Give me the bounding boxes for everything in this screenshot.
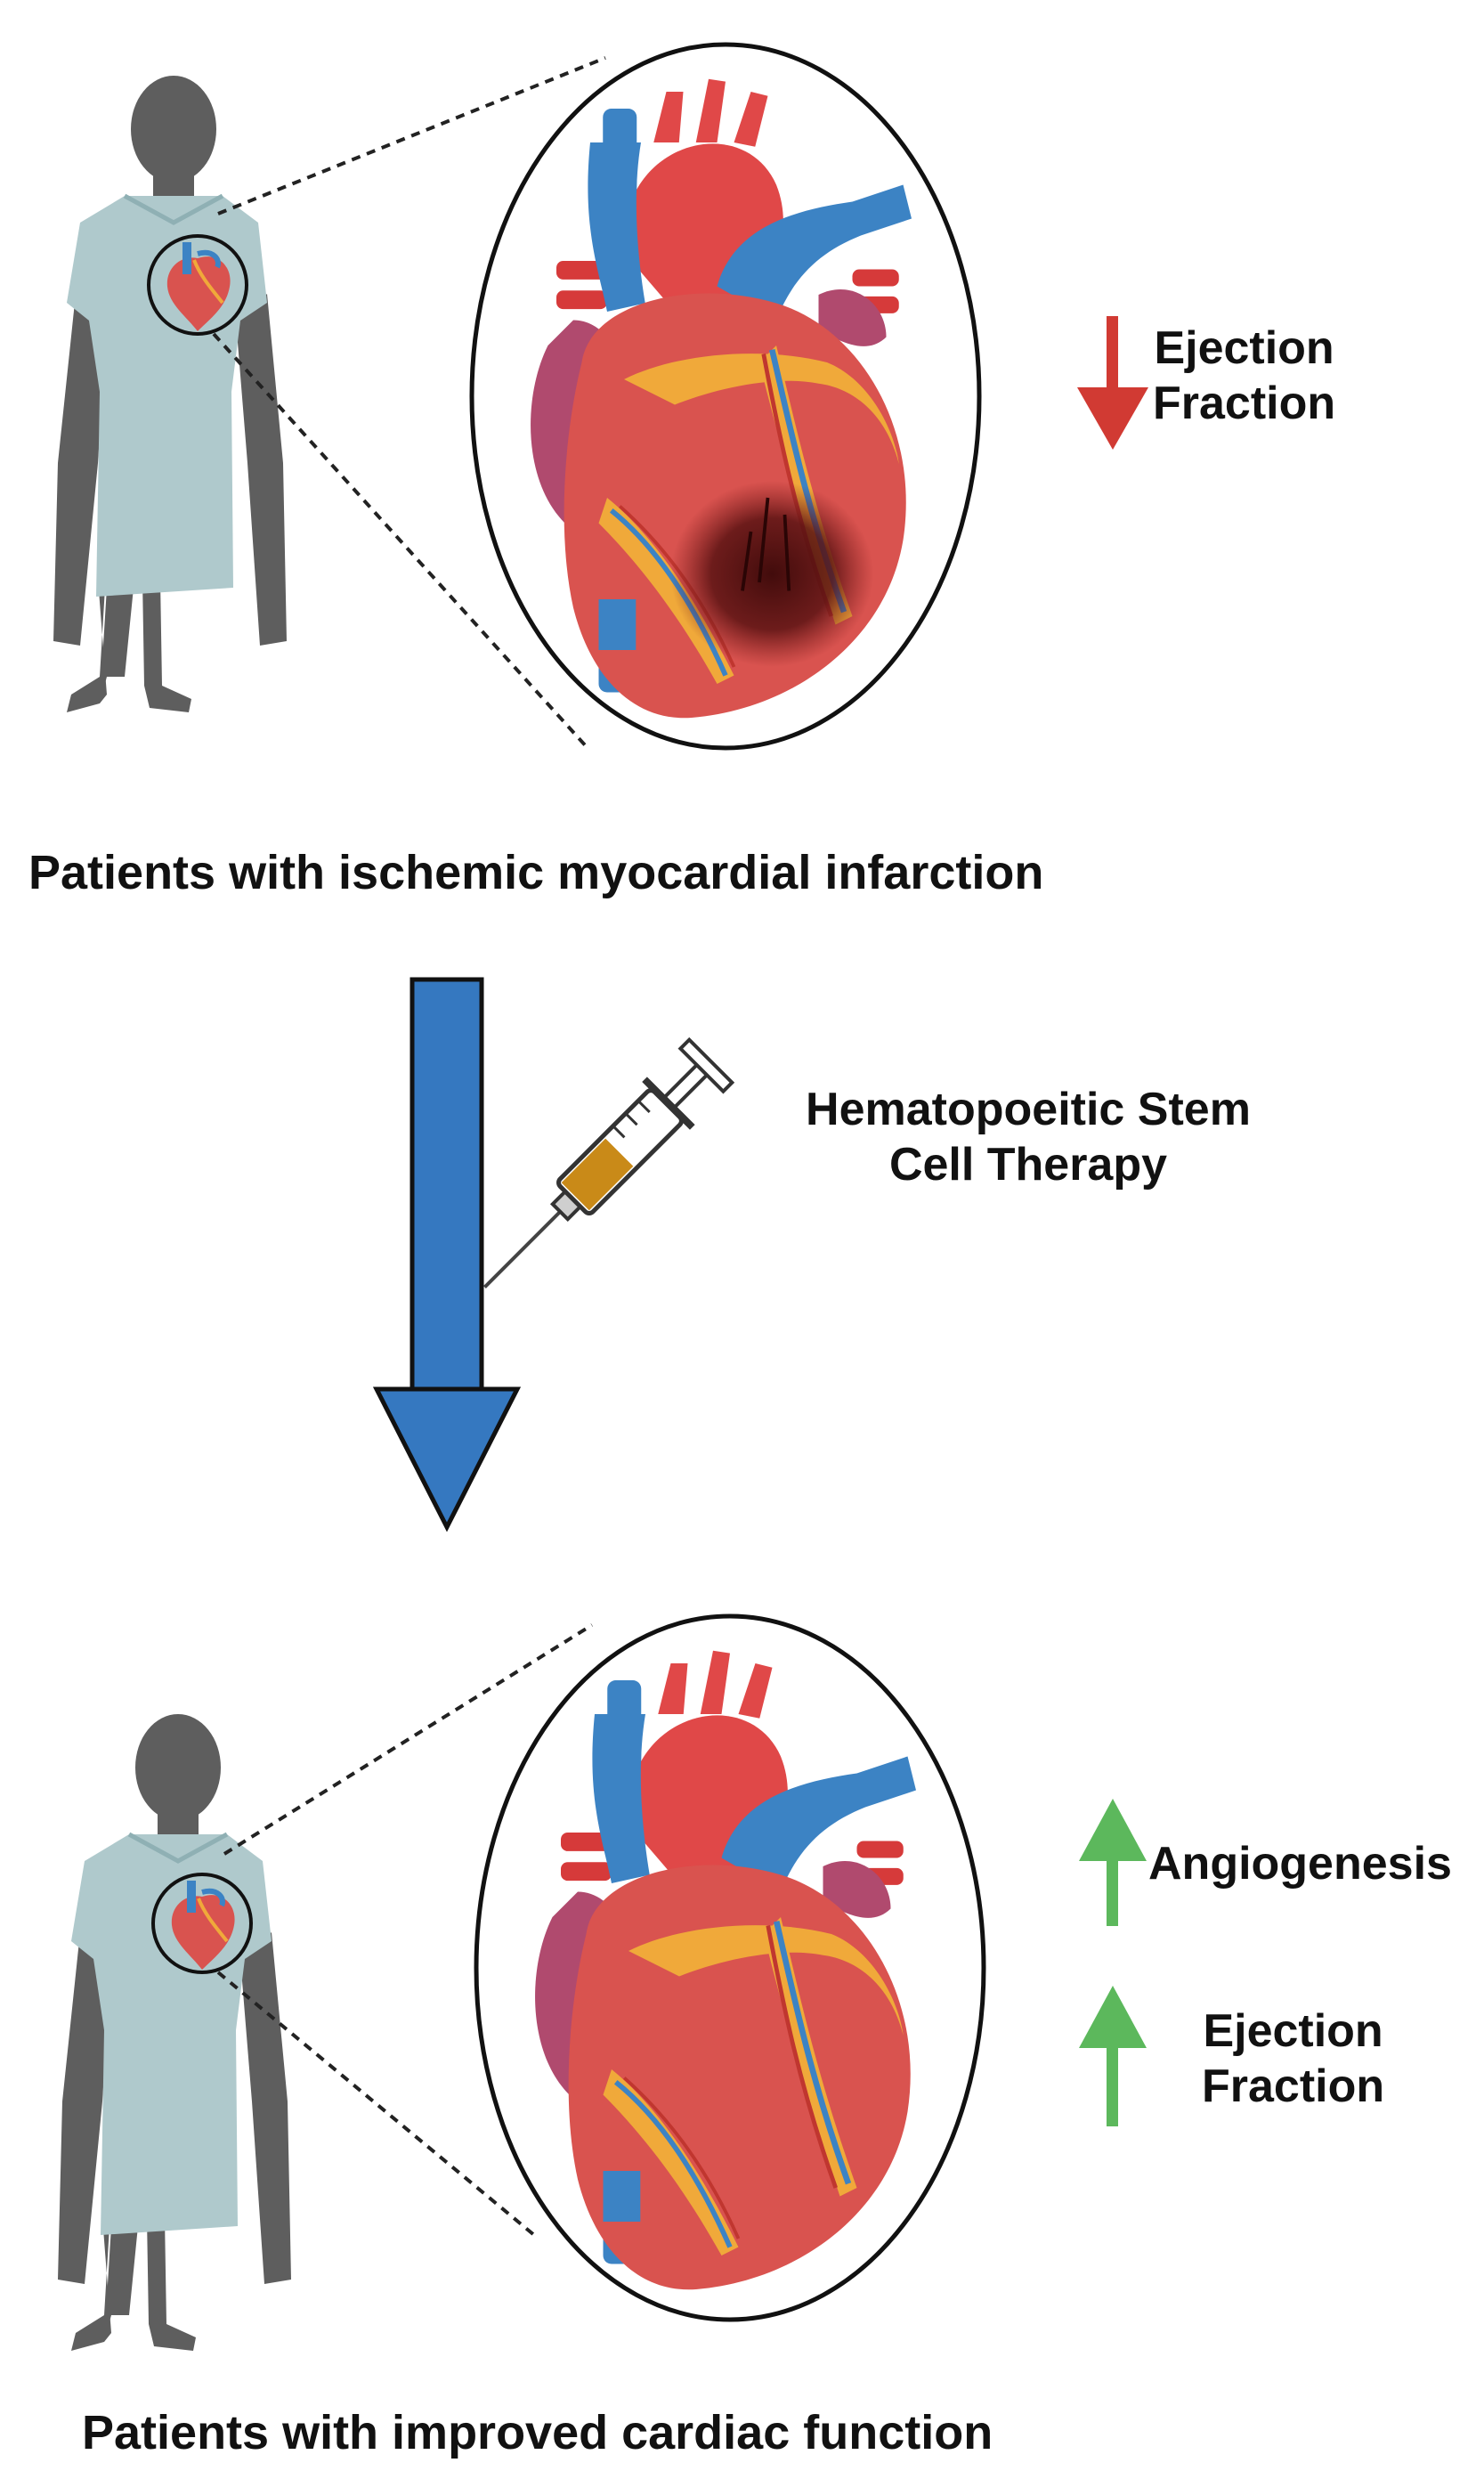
- heart-infarct-illustration: [472, 45, 979, 748]
- treatment-label-line2: Cell Therapy: [888, 1139, 1168, 1191]
- ejection-label-line1-bottom: Ejection: [1203, 2005, 1383, 2057]
- ejection-label-line1: Ejection: [1154, 322, 1334, 374]
- fraction-label-line2-bottom: Fraction: [1202, 2060, 1385, 2113]
- angiogenesis-up-arrow: [1079, 1799, 1147, 1926]
- zoom-line-top-lower: [212, 332, 589, 750]
- ejection-fraction-label-bottom: Ejection Fraction: [1202, 2004, 1384, 2115]
- zoom-line-bottom-upper: [223, 1623, 594, 1856]
- fraction-label-line2: Fraction: [1153, 378, 1336, 430]
- ejection-fraction-up-arrow: [1079, 1986, 1147, 2126]
- heart-healthy-illustration: [476, 1616, 984, 2320]
- bottom-caption: Patients with improved cardiac function: [82, 2406, 993, 2459]
- zoom-line-top-upper: [217, 56, 606, 215]
- treatment-arrow: [372, 977, 522, 1532]
- ejection-fraction-down-arrow: [1077, 316, 1148, 450]
- syringe-icon: [483, 1036, 735, 1288]
- treatment-label: Hematopoeitic Stem Cell Therapy: [766, 1082, 1291, 1193]
- angiogenesis-label: Angiogenesis: [1148, 1838, 1452, 1890]
- infarct-zone: [670, 481, 874, 667]
- ejection-fraction-label-top: Ejection Fraction: [1153, 321, 1335, 432]
- patient-figure-top: [53, 76, 287, 712]
- zoom-line-bottom-lower: [216, 1971, 536, 2237]
- top-caption: Patients with ischemic myocardial infarc…: [28, 846, 1044, 899]
- patient-figure-bottom: [58, 1714, 291, 2351]
- treatment-label-line1: Hematopoeitic Stem: [806, 1084, 1251, 1135]
